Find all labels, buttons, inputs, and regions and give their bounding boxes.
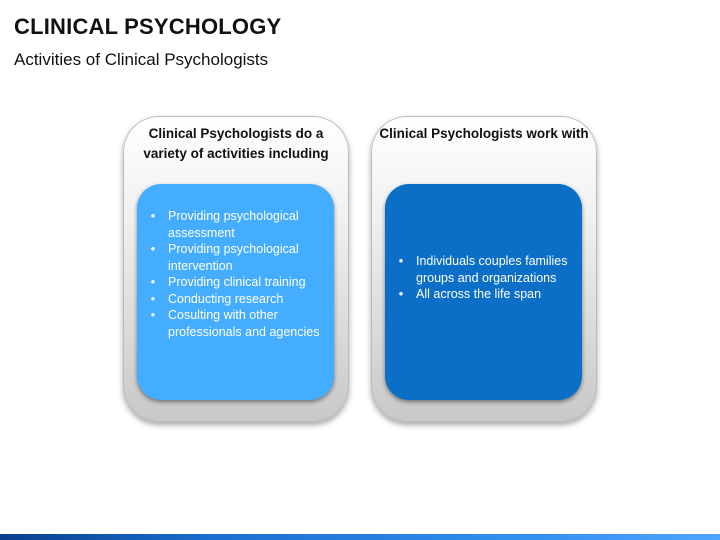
activities-card-heading: Clinical Psychologists do a variety of a… <box>143 126 329 161</box>
activities-card-panel: • Providing psychological assessment • Pro… <box>137 184 334 400</box>
bullet-icon: • <box>398 254 404 269</box>
bullet-icon: • <box>150 291 156 306</box>
list-item-text: Providing psychological assessment <box>168 209 299 240</box>
list-item: • Providing psychological assessment <box>147 208 326 241</box>
bullet-icon: • <box>398 287 404 302</box>
list-item: • Individuals couples families groups and… <box>395 253 574 286</box>
bullet-icon: • <box>150 209 156 223</box>
work-with-list: • Individuals couples families groups and… <box>385 253 582 331</box>
activities-list: • Providing psychological assessment • Pro… <box>137 184 334 340</box>
list-item: • Providing clinical training <box>147 274 326 291</box>
bullet-icon: • <box>150 275 156 289</box>
footer-bar <box>0 534 720 540</box>
list-item: • Cosulting with other professionals and … <box>147 307 326 340</box>
work-with-card-heading: Clinical Psychologists work with <box>379 126 589 141</box>
list-item: • All across the life span <box>395 286 574 303</box>
work-with-card-panel: • Individuals couples families groups and… <box>385 184 582 400</box>
list-item: • Conducting research <box>147 291 326 308</box>
bullet-icon: • <box>150 308 156 322</box>
list-item-text: All across the life span <box>416 287 542 302</box>
work-with-card: Clinical Psychologists work with • Indivi… <box>371 116 597 422</box>
list-item-text: Providing psychological intervention <box>168 242 299 273</box>
list-item-text: Cosulting with other professionals and a… <box>168 308 320 339</box>
list-item-text: Providing clinical training <box>168 275 306 289</box>
list-item: • Providing psychological intervention <box>147 241 326 274</box>
slide-subtitle: Activities of Clinical Psychologists <box>14 50 269 69</box>
slide-title: CLINICAL PSYCHOLOGY <box>14 14 282 39</box>
list-item-text: Individuals couples families groups and … <box>416 254 568 285</box>
bullet-icon: • <box>150 242 156 256</box>
list-item-text: Conducting research <box>168 291 284 306</box>
activities-card: Clinical Psychologists do a variety of a… <box>123 116 349 422</box>
